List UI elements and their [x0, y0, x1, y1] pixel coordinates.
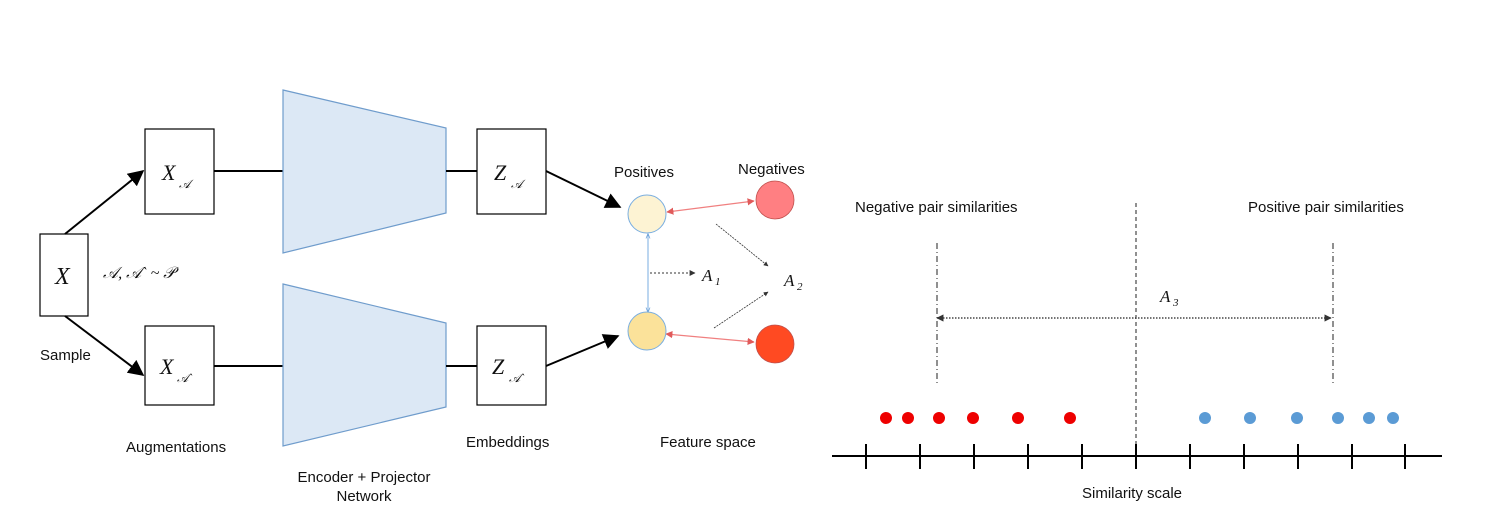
a2-arrow-top	[715, 223, 769, 267]
negative-pair-arrow-bottom	[665, 331, 755, 345]
input-symbol: X	[54, 264, 71, 290]
augmentations-label: Augmentations	[126, 439, 226, 456]
a2-arrow-bottom	[713, 291, 769, 329]
axis-ticks	[865, 444, 1406, 469]
negative-pair-arrow-top	[666, 198, 755, 215]
embedding-a-symbol: Z	[494, 160, 507, 185]
embeddings-label: Embeddings	[466, 434, 549, 451]
negatives-label: Negatives	[738, 161, 805, 178]
negative-similarity-dot	[967, 412, 979, 424]
arrow-emb-a-to-feature	[545, 170, 622, 208]
positive-similarity-dot	[1332, 412, 1344, 424]
negative-similarity-dot	[1064, 412, 1076, 424]
feature-space: Positives Negatives A 1 A 2 Feature spac…	[614, 161, 805, 451]
negative-dots	[880, 412, 1076, 424]
negative-similarity-dot	[902, 412, 914, 424]
embedding-a-subscript: 𝒜	[511, 177, 526, 191]
embedding-b-symbol: Z	[492, 354, 505, 379]
embedding-a-box	[476, 128, 547, 215]
similarity-panel: Negative pair similarities Positive pair…	[832, 199, 1442, 502]
positive-similarity-dot	[1291, 412, 1303, 424]
augmentation-distribution-label: 𝒜, 𝒜` ~ 𝒫	[103, 265, 179, 282]
negative-node-top	[755, 180, 795, 220]
pipeline: X Sample 𝒜, 𝒜` ~ 𝒫 X 𝒜 X 𝒜` Augmentation…	[39, 89, 622, 505]
a3-subscript: 3	[1172, 297, 1179, 309]
feature-space-caption: Feature space	[660, 434, 756, 451]
a1-symbol: A	[701, 266, 713, 285]
arrow-to-view-a	[64, 169, 145, 235]
positive-similarity-dot	[1244, 412, 1256, 424]
embedding-b-box	[476, 325, 547, 406]
sample-label: Sample	[40, 347, 91, 364]
negative-similarity-dot	[1012, 412, 1024, 424]
similarity-scale-label: Similarity scale	[1082, 485, 1182, 502]
embedding-b-subscript: 𝒜`	[509, 371, 524, 385]
positive-dots	[1199, 412, 1399, 424]
input-box	[39, 233, 89, 317]
view-b-box	[144, 325, 215, 406]
encoder-label-line2: Network	[336, 488, 392, 505]
negative-node-bottom	[755, 324, 795, 364]
a3-symbol: A	[1159, 287, 1171, 306]
a1-subscript: 1	[715, 276, 721, 288]
encoder-bottom	[282, 283, 447, 447]
positive-node-bottom	[627, 311, 667, 351]
view-a-symbol: X	[161, 160, 177, 185]
positive-node-top	[627, 194, 667, 234]
positive-similarity-dot	[1387, 412, 1399, 424]
positive-similarity-dot	[1363, 412, 1375, 424]
arrow-emb-b-to-feature	[545, 334, 620, 367]
view-b-symbol: X	[159, 354, 175, 379]
arrow-to-view-b	[64, 315, 145, 376]
positive-similarities-label: Positive pair similarities	[1248, 199, 1404, 216]
view-a-subscript: 𝒜	[179, 177, 194, 191]
negative-similarity-dot	[933, 412, 945, 424]
a2-subscript: 2	[797, 281, 803, 293]
encoder-top	[282, 89, 447, 254]
negative-similarities-label: Negative pair similarities	[855, 199, 1018, 216]
view-a-box	[144, 128, 215, 215]
a2-symbol: A	[783, 271, 795, 290]
view-b-subscript: 𝒜`	[177, 371, 192, 385]
negative-similarity-dot	[880, 412, 892, 424]
positives-label: Positives	[614, 164, 674, 181]
positive-similarity-dot	[1199, 412, 1211, 424]
encoder-label-line1: Encoder + Projector	[298, 469, 431, 486]
